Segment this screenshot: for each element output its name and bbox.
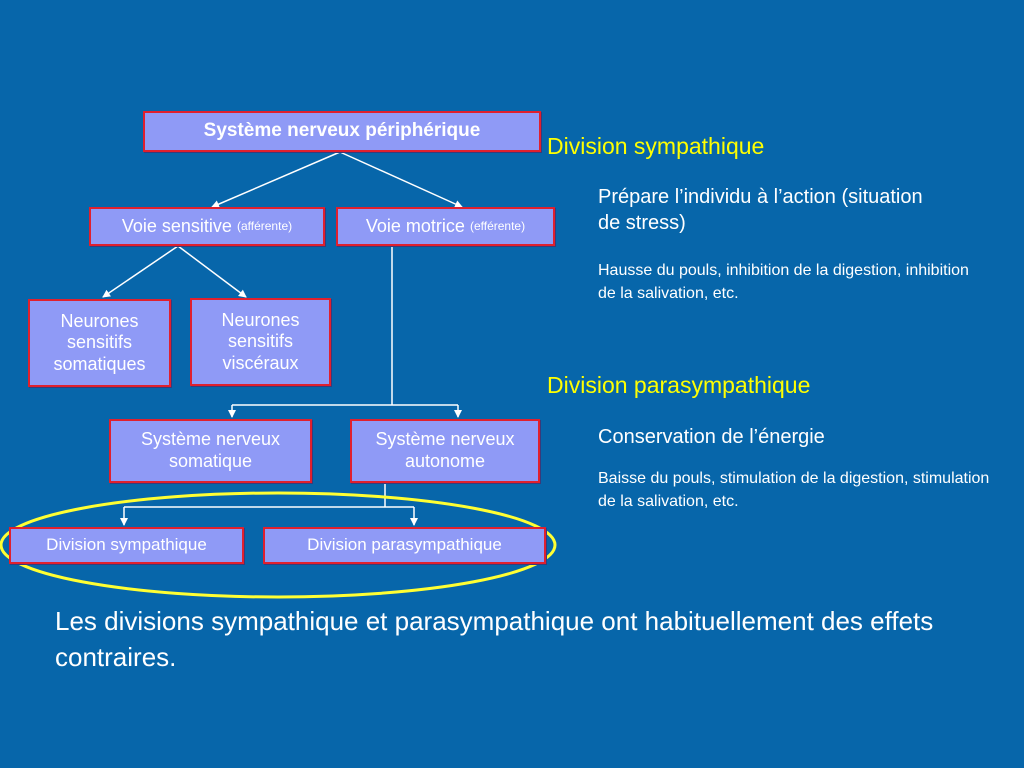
visceral-sensory-neurons-node: Neurones sensitifs viscéraux — [190, 298, 331, 386]
efferent-note: (efférente) — [469, 219, 526, 234]
afferent-note: (afférente) — [236, 219, 293, 234]
parasympathetic-node: Division parasympathique — [263, 527, 546, 564]
somatic-sensory-neurons-label: Neurones sensitifs somatiques — [53, 310, 146, 374]
sympathetic-details: Hausse du pouls, inhibition de la digest… — [598, 262, 969, 303]
efferent-label: Voie motrice — [365, 215, 465, 236]
sympathetic-node: Division sympathique — [9, 527, 244, 564]
arrow-root-to-efferent — [339, 151, 463, 208]
arrow-root-to-afferent — [211, 151, 341, 208]
autonomic-system-node: Système nerveux autonome — [350, 419, 540, 483]
somatic-system-node: Système nerveux somatique — [109, 419, 312, 483]
visceral-sensory-neurons-label: Neurones sensitifs viscéraux — [221, 309, 300, 373]
afferent-node: Voie sensitive (afférente) — [89, 207, 325, 246]
arrow-afferent-to-somatic-neurons — [102, 245, 179, 298]
parasympathetic-details: Baisse du pouls, stimulation de la diges… — [598, 470, 990, 511]
afferent-label: Voie sensitive — [121, 215, 232, 236]
footnote-text: Les divisions sympathique et parasympath… — [55, 606, 934, 673]
parasympathetic-label: Division parasympathique — [307, 535, 502, 555]
somatic-system-label: Système nerveux somatique — [140, 429, 281, 471]
autonomic-system-label: Système nerveux autonome — [375, 429, 515, 471]
arrow-afferent-to-visceral-neurons — [177, 245, 247, 298]
root-node: Système nerveux périphérique — [143, 111, 541, 152]
root-label: Système nerveux périphérique — [203, 120, 481, 142]
sympathetic-summary: Prépare l’individu à l’action (situation… — [598, 186, 923, 234]
somatic-sensory-neurons-node: Neurones sensitifs somatiques — [28, 299, 171, 387]
parasympathetic-heading: Division parasympathique — [547, 372, 811, 398]
highlight-ellipse — [0, 491, 557, 599]
sympathetic-label: Division sympathique — [46, 535, 207, 555]
sympathetic-heading: Division sympathique — [547, 133, 765, 159]
efferent-node: Voie motrice (efférente) — [336, 207, 555, 246]
parasympathetic-summary: Conservation de l’énergie — [598, 426, 825, 448]
